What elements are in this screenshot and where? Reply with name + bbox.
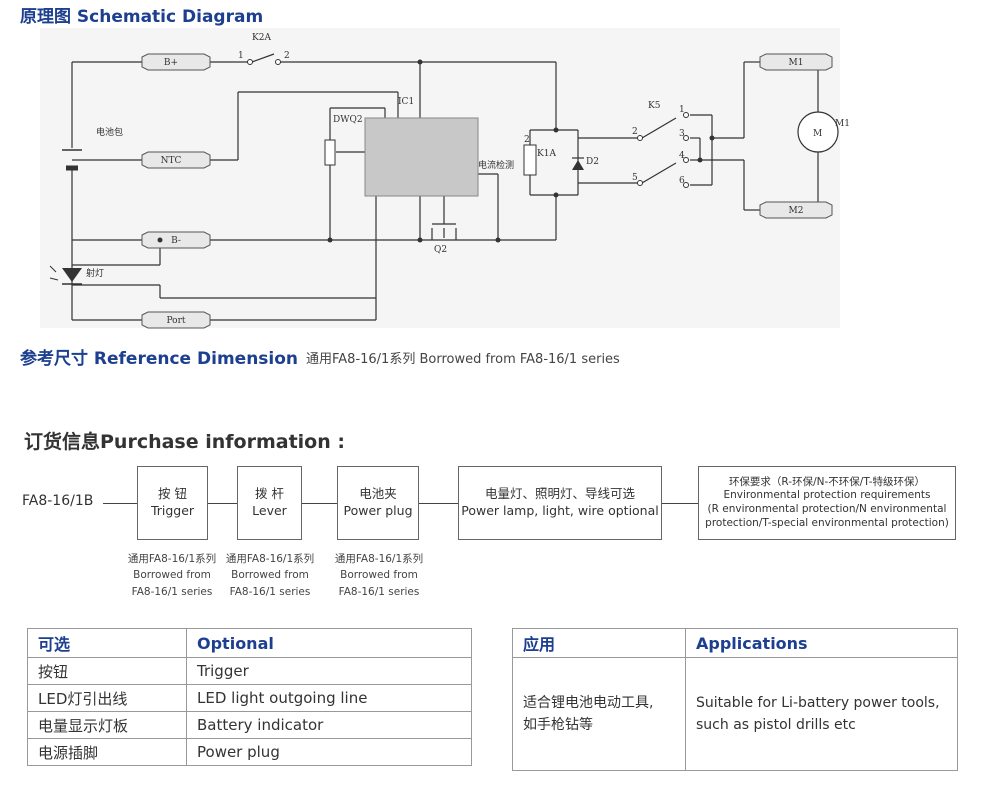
dwq2-component: [324, 139, 336, 166]
optional-cell-en: Trigger: [186, 657, 472, 685]
label-k2a-pin1: 1: [238, 51, 244, 61]
connector-dash: [419, 503, 458, 504]
label-pin-3: 3: [679, 129, 685, 139]
label-pin-5: 5: [632, 173, 638, 183]
table-row: 可选 Optional: [27, 628, 472, 658]
table-row: LED灯引出线 LED light outgoing line: [27, 684, 472, 712]
optional-cell-en: Battery indicator: [186, 711, 472, 739]
diode-d2: [572, 160, 584, 170]
applications-header-en: Applications: [685, 628, 958, 658]
label-pin-2: 2: [632, 127, 638, 137]
label-k1a-pin-2: 2: [524, 135, 530, 145]
label-q2: Q2: [434, 245, 447, 255]
optional-cell-en: Power plug: [186, 738, 472, 766]
optional-header-en: Optional: [186, 628, 472, 658]
lamp-led: [62, 268, 82, 282]
model-number: FA8-16/1B: [22, 493, 94, 509]
label-pin-4: 4: [679, 151, 685, 161]
purchase-title: 订货信息Purchase information :: [24, 431, 345, 453]
table-row: 适合锂电池电动工具, 如手枪钻等 Suitable for Li-battery…: [512, 657, 958, 771]
connector-dash: [103, 503, 137, 504]
connector-port: [141, 311, 211, 329]
label-ic1: IC1: [398, 97, 414, 107]
optional-cell-en: LED light outgoing line: [186, 684, 472, 712]
relay-k1a-coil: [523, 144, 537, 176]
label-b-plus: B+: [164, 58, 178, 68]
optional-header-cn: 可选: [27, 628, 187, 658]
connector-dash: [302, 503, 337, 504]
optional-cell-cn: LED灯引出线: [27, 684, 187, 712]
table-row: 电量显示灯板 Battery indicator: [27, 711, 472, 739]
connector-ntc: [141, 151, 211, 169]
label-dwq2: DWQ2: [333, 115, 363, 125]
label-m2-connector: M2: [789, 206, 804, 216]
label-battery: 电池包: [96, 126, 123, 138]
label-b-minus: B-: [171, 236, 181, 246]
optional-cell-cn: 按钮: [27, 657, 187, 685]
label-d2: D2: [586, 157, 599, 167]
ic1-chip: [364, 117, 479, 197]
label-k5: K5: [648, 101, 661, 111]
table-row: 按钮 Trigger: [27, 657, 472, 685]
applications-table: 应用 Applications 适合锂电池电动工具, 如手枪钻等 Suitabl…: [512, 628, 958, 771]
connector-dash: [662, 503, 698, 504]
optional-cell-cn: 电源插脚: [27, 738, 187, 766]
optional-table: 可选 Optional 按钮 Trigger LED灯引出线 LED light…: [27, 628, 472, 766]
label-k2a: K2A: [252, 33, 271, 43]
table-row: 电源插脚 Power plug: [27, 738, 472, 766]
connector-b-minus: [141, 231, 211, 249]
label-lamp: 射灯: [86, 267, 104, 279]
connector-dash: [208, 503, 237, 504]
optional-cell-cn: 电量显示灯板: [27, 711, 187, 739]
schematic-diagram: B+ NTC B- Port M1 M2 K2A 1 2 电池包 IC1 DWQ…: [40, 28, 850, 329]
label-pin-1: 1: [679, 105, 685, 115]
applications-body-cn: 适合锂电池电动工具, 如手枪钻等: [512, 657, 686, 771]
label-m1-connector: M1: [789, 58, 804, 68]
label-current-detect: 电流检测: [478, 159, 514, 171]
table-row: 应用 Applications: [512, 628, 958, 658]
schematic-title: 原理图 Schematic Diagram: [20, 7, 264, 27]
connector-m2: [759, 201, 833, 219]
label-k1a: K1A: [537, 149, 556, 159]
applications-body-en: Suitable for Li-battery power tools, suc…: [685, 657, 958, 771]
label-port: Port: [166, 316, 185, 326]
connector-b-plus: [141, 53, 211, 71]
motor-symbol: [797, 111, 839, 153]
reference-subtitle: 通用FA8-16/1系列 Borrowed from FA8-16/1 seri…: [306, 352, 620, 367]
connector-m1: [759, 53, 833, 71]
applications-header-cn: 应用: [512, 628, 686, 658]
purchase-box-environmental: 环保要求（R-环保/N-不环保/T-特级环保） Environmental pr…: [698, 466, 956, 540]
reference-title: 参考尺寸 Reference Dimension: [20, 349, 299, 369]
label-k2a-pin2: 2: [284, 51, 290, 61]
label-pin-6: 6: [679, 176, 685, 186]
label-motor-symbol: M: [813, 129, 822, 139]
label-ntc: NTC: [161, 156, 182, 166]
label-motor: M1: [835, 119, 850, 129]
